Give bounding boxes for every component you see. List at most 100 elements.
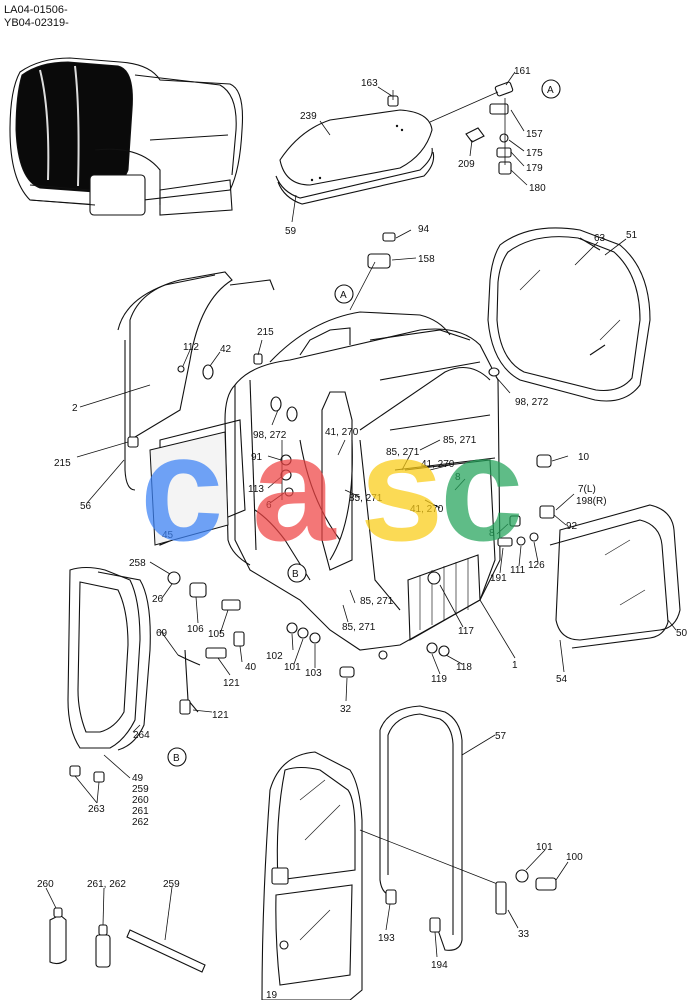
- part-label: 40: [245, 662, 257, 673]
- part-label: 158: [418, 254, 435, 265]
- part-label: 126: [528, 560, 545, 571]
- roof-hinge-parts: [429, 79, 561, 175]
- part-label: 179: [526, 163, 543, 174]
- part-label: 59: [285, 226, 297, 237]
- part-label: 193: [378, 933, 395, 944]
- frame-hardware: [167, 284, 555, 767]
- part-label: 26: [152, 594, 164, 605]
- part-label: 259: [132, 784, 149, 795]
- part-label: 85, 271: [443, 435, 477, 446]
- part-label: 198(R): [576, 496, 607, 507]
- front-door: [261, 751, 557, 1000]
- front-lower-window: [67, 566, 151, 783]
- part-label: 32: [340, 704, 352, 715]
- header-code-1: LA04-01506-: [4, 4, 68, 16]
- part-label: 111: [510, 565, 526, 576]
- part-label: 261, 262: [87, 879, 126, 890]
- part-label: 41, 270: [325, 427, 359, 438]
- part-label: 262: [132, 817, 149, 828]
- part-number-labels: 163 161 157 175 179 180 209 239 59 94 15…: [37, 66, 688, 1000]
- part-label: 100: [566, 852, 583, 863]
- watermark: c a s c: [140, 404, 523, 572]
- watermark-letter-3: s: [360, 404, 443, 572]
- part-label: 51: [626, 230, 638, 241]
- part-label: 263: [88, 804, 105, 815]
- part-label: 260: [132, 795, 149, 806]
- machine-overview-illustration: [9, 57, 244, 216]
- watermark-letter-2: a: [252, 404, 337, 572]
- side-window-assembly-lower: [549, 504, 681, 649]
- part-label: 98, 272: [253, 430, 287, 441]
- part-label: 6: [266, 500, 272, 511]
- part-label: 264: [133, 730, 150, 741]
- part-label: 42: [220, 344, 232, 355]
- callout-b-bracket: B: [173, 753, 180, 764]
- part-label: 103: [305, 668, 322, 679]
- part-label: 19: [266, 990, 278, 1000]
- part-label: 10: [578, 452, 590, 463]
- roof-window-assembly: [275, 90, 435, 205]
- part-label: 63: [594, 233, 606, 244]
- side-window-assembly-upper: [487, 227, 651, 402]
- loose-items: [49, 907, 206, 973]
- watermark-letter-1: c: [140, 404, 223, 572]
- part-label: 50: [676, 628, 688, 639]
- part-label: 121: [223, 678, 240, 689]
- part-label: 157: [526, 129, 543, 140]
- part-label: 112: [183, 342, 199, 353]
- part-label: 94: [418, 224, 430, 235]
- part-label: 215: [257, 327, 274, 338]
- part-label: 239: [300, 111, 317, 122]
- part-label: 191: [490, 573, 507, 584]
- door-seal: [379, 705, 463, 951]
- part-label: 105: [208, 629, 225, 640]
- part-label: 209: [458, 159, 475, 170]
- part-label: 163: [361, 78, 378, 89]
- part-label: 7(L): [578, 484, 596, 495]
- part-label: 41, 270: [410, 504, 444, 515]
- part-label: 45: [162, 530, 174, 541]
- part-label: 33: [518, 929, 530, 940]
- part-label: 260: [37, 879, 54, 890]
- watermark-letter-4: c: [440, 404, 523, 572]
- callout-a-top: A: [547, 85, 554, 96]
- part-label: 56: [80, 501, 92, 512]
- header-code-2: YB04-02319-: [4, 17, 69, 29]
- part-label: 119: [431, 674, 447, 685]
- part-label: 175: [526, 148, 543, 159]
- part-label: 54: [556, 674, 568, 685]
- part-label: 8: [489, 528, 495, 539]
- part-label: 69: [156, 628, 168, 639]
- part-label: 85, 271: [386, 447, 420, 458]
- part-label: 2: [72, 403, 78, 414]
- part-label: 57: [495, 731, 507, 742]
- part-label: 113: [248, 484, 264, 495]
- part-label: 194: [431, 960, 448, 971]
- part-label: 161: [514, 66, 531, 77]
- part-label: 118: [456, 662, 472, 673]
- part-label: 101: [536, 842, 553, 853]
- callout-a-frame: A: [340, 290, 347, 301]
- part-label: 259: [163, 879, 180, 890]
- part-label: 258: [129, 558, 146, 569]
- part-label: 8: [455, 472, 461, 483]
- part-label: 101: [284, 662, 301, 673]
- part-label: 85, 271: [342, 622, 376, 633]
- part-label: 215: [54, 458, 71, 469]
- leader-lines: [45, 71, 677, 958]
- part-label: 121: [212, 710, 229, 721]
- part-label: 117: [458, 626, 474, 637]
- part-label: 106: [187, 624, 204, 635]
- part-label: 85, 271: [349, 493, 383, 504]
- rear-door-frame: [117, 271, 275, 546]
- part-label: 180: [529, 183, 546, 194]
- part-label: 85, 271: [360, 596, 394, 607]
- part-label: 98, 272: [515, 397, 549, 408]
- part-label: 91: [251, 452, 263, 463]
- part-label: 92: [566, 521, 578, 532]
- part-label: 49: [132, 773, 144, 784]
- part-label: 1: [512, 660, 518, 671]
- part-label: 261: [132, 806, 149, 817]
